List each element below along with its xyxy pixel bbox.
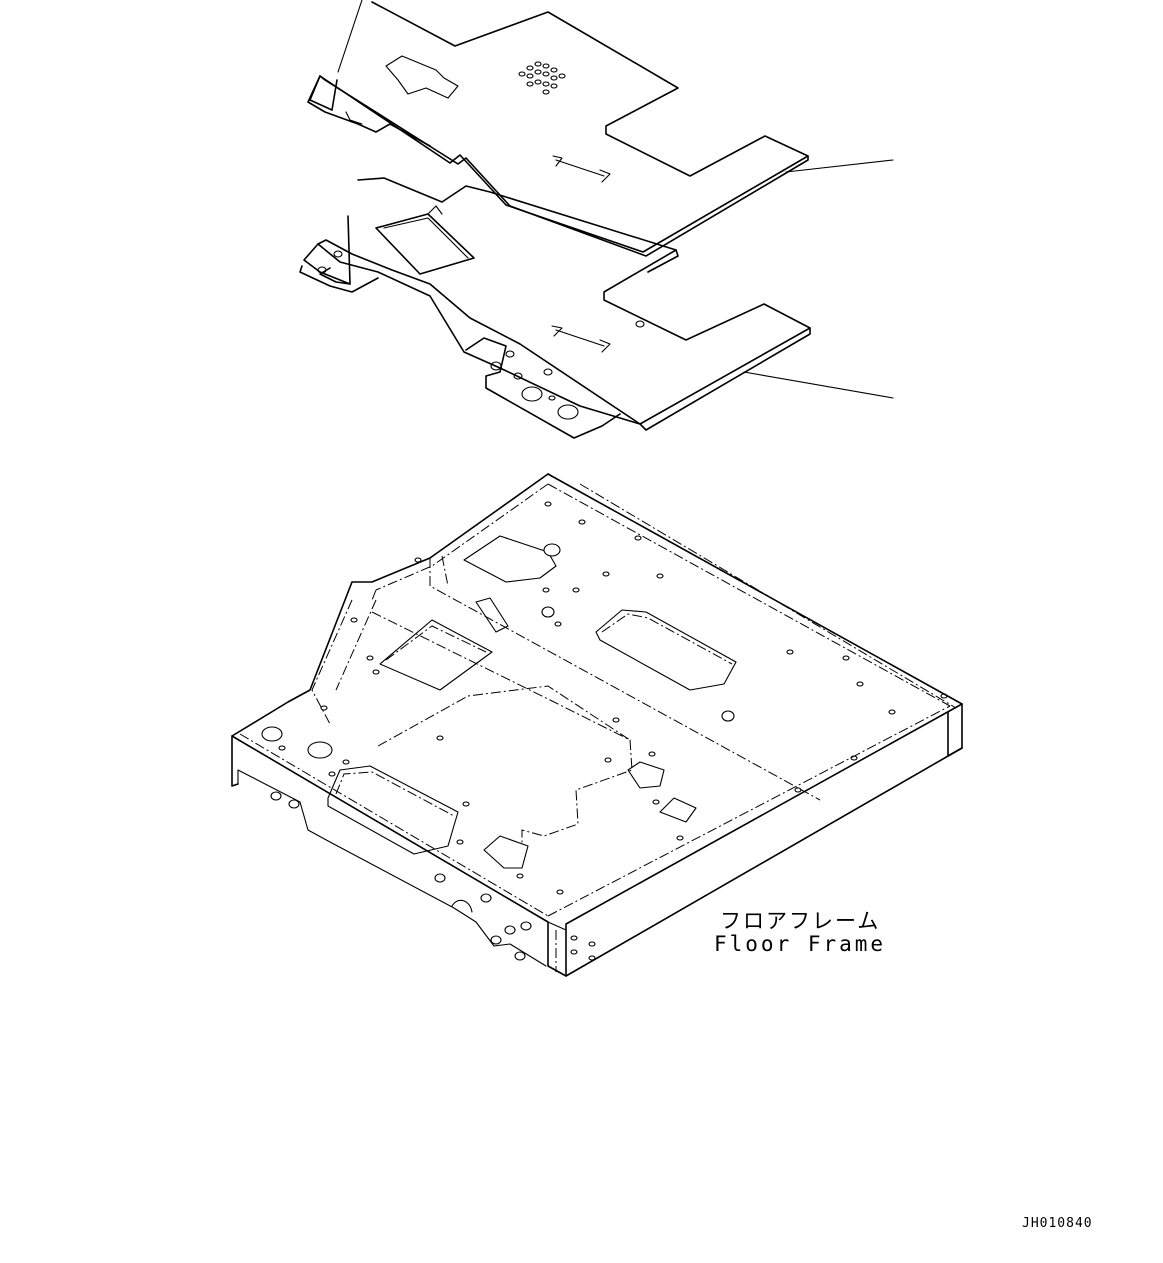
floor-frame [231, 473, 963, 977]
upper-floor-mat [307, 0, 894, 257]
floor-frame-label-en: Floor Frame [714, 932, 887, 956]
drawing-id: JH010840 [1022, 1216, 1093, 1231]
floor-frame-label-jp: フロアフレーム [720, 909, 881, 933]
hole-grid [518, 61, 566, 95]
lower-floor-mat [299, 177, 894, 439]
